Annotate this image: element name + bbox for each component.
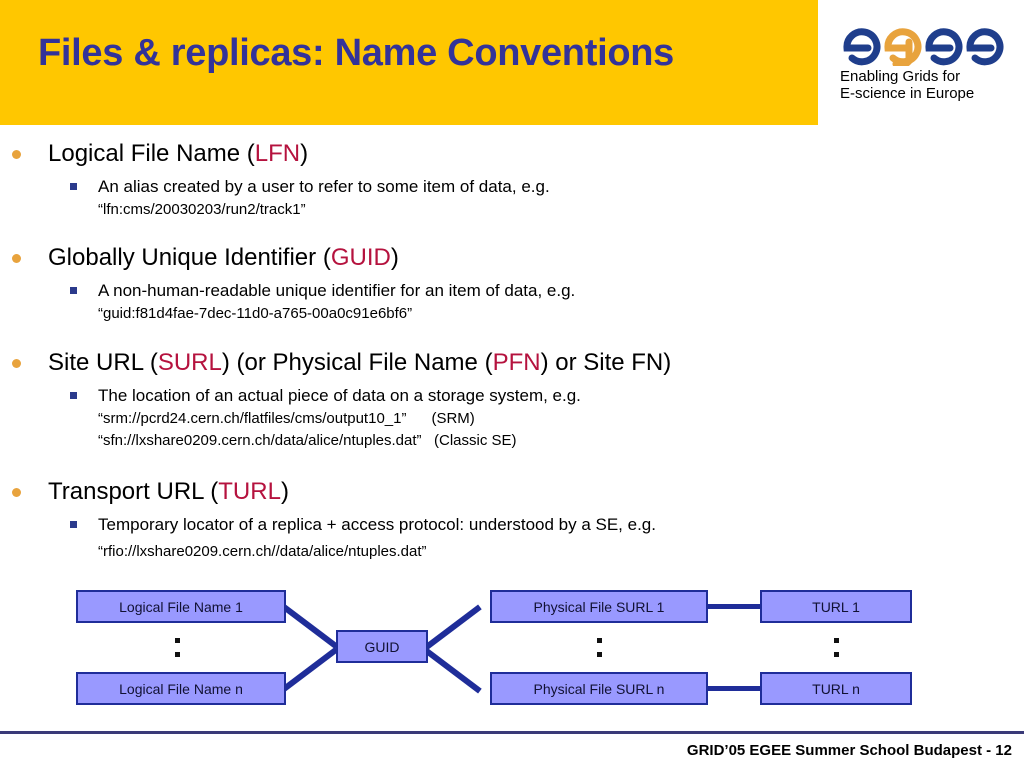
turl-keyword: TURL: [218, 478, 281, 505]
slide-body: Logical File Name (LFN) An alias created…: [0, 125, 1024, 580]
bullet-sub-lfn: An alias created by a user to refer to s…: [0, 175, 1024, 199]
node-turl-1[interactable]: TURL 1: [760, 590, 912, 623]
turl-title-suffix: ): [280, 478, 289, 505]
bullet-title-guid: Globally Unique Identifier (GUID): [0, 243, 1024, 273]
node-turl-n[interactable]: TURL n: [760, 672, 912, 705]
tagline-line-2: E-science in Europe: [840, 85, 975, 102]
node-physical-file-surl-1[interactable]: Physical File SURL 1: [490, 590, 708, 623]
bullet-block-lfn: Logical File Name (LFN) An alias created…: [0, 139, 1024, 221]
footer-label: GRID’05 EGEE Summer School Budapest - 12: [686, 742, 1012, 759]
bullet-title-lfn: Logical File Name (LFN): [0, 139, 1024, 169]
surl-example-2: “sfn://lxshare0209.cern.ch/data/alice/nt…: [98, 432, 517, 449]
lfn-keyword: LFN: [254, 140, 301, 167]
guid-example-1: “guid:f81d4fae-7dec-11d0-a765-00a0c91e6b…: [98, 305, 413, 322]
guid-title-prefix: Globally Unique Identifier (: [48, 244, 331, 271]
tagline-line-1: Enabling Grids for: [840, 68, 961, 85]
page-title: Files & replicas: Name Conventions: [38, 32, 674, 74]
bullet-sub-guid: A non-human-readable unique identifier f…: [0, 279, 1024, 303]
bullet-block-surl: Site URL (SURL) (or Physical File Name (…: [0, 348, 1024, 452]
egee-logo: Enabling Grids for E-science in Europe: [838, 18, 1010, 118]
title-band: [0, 0, 818, 125]
surl-title-suffix: ) or Site FN): [540, 349, 672, 376]
egee-wordmark-icon: [843, 28, 1004, 66]
turl-sub-text: Temporary locator of a replica + access …: [98, 515, 656, 534]
round-bullet-icon: [12, 150, 21, 159]
surl-title-mid: ) (or Physical File Name (: [221, 349, 493, 376]
surl-sub-text: The location of an actual piece of data …: [98, 386, 581, 405]
lfn-example-1: “lfn:cms/20030203/run2/track1”: [98, 201, 306, 218]
edge-lfn1-guid: [282, 604, 339, 650]
edge-guid-surl1: [422, 604, 482, 652]
name-mapping-diagram: Logical File Name 1 Logical File Name n …: [0, 582, 1024, 717]
ellipsis-turl-icon: [827, 632, 845, 662]
node-logical-file-name-1[interactable]: Logical File Name 1: [76, 590, 286, 623]
surl-keyword: SURL: [157, 349, 222, 376]
round-bullet-icon: [12, 254, 21, 263]
surl-title-prefix: Site URL (: [48, 349, 158, 376]
square-bullet-icon: [70, 287, 77, 294]
node-physical-file-surl-n[interactable]: Physical File SURL n: [490, 672, 708, 705]
round-bullet-icon: [12, 359, 21, 368]
node-guid[interactable]: GUID: [336, 630, 428, 663]
footer-divider: [0, 731, 1024, 734]
ellipsis-lfn-icon: [168, 632, 186, 662]
edge-surln-turln: [706, 686, 762, 691]
bullet-block-guid: Globally Unique Identifier (GUID) A non-…: [0, 243, 1024, 325]
edge-surl1-turl1: [706, 604, 762, 609]
square-bullet-icon: [70, 183, 77, 190]
bullet-title-turl: Transport URL (TURL): [0, 477, 1024, 507]
square-bullet-icon: [70, 392, 77, 399]
bullet-sub-turl: Temporary locator of a replica + access …: [0, 513, 1024, 537]
pfn-keyword: PFN: [492, 349, 541, 376]
edge-lfnn-guid: [282, 646, 339, 692]
lfn-title-prefix: Logical File Name (: [48, 140, 255, 167]
bullet-title-surl: Site URL (SURL) (or Physical File Name (…: [0, 348, 1024, 378]
surl-example-1: “srm://pcrd24.cern.ch/flatfiles/cms/outp…: [98, 410, 475, 427]
turl-title-prefix: Transport URL (: [48, 478, 219, 505]
lfn-sub-text: An alias created by a user to refer to s…: [98, 177, 550, 196]
bullet-sub-surl: The location of an actual piece of data …: [0, 384, 1024, 408]
turl-example-1: “rfio://lxshare0209.cern.ch//data/alice/…: [98, 543, 427, 560]
slide-header: Files & replicas: Name Conventions Enabl…: [0, 0, 1024, 125]
ellipsis-surl-icon: [590, 632, 608, 662]
round-bullet-icon: [12, 488, 21, 497]
egee-tagline: Enabling Grids for E-science in Europe: [840, 68, 1010, 102]
lfn-title-suffix: ): [300, 140, 309, 167]
edge-guid-surln: [422, 646, 482, 694]
guid-sub-text: A non-human-readable unique identifier f…: [98, 281, 576, 300]
guid-keyword: GUID: [330, 244, 391, 271]
square-bullet-icon: [70, 521, 77, 528]
guid-title-suffix: ): [390, 244, 399, 271]
node-logical-file-name-n[interactable]: Logical File Name n: [76, 672, 286, 705]
bullet-block-turl: Transport URL (TURL) Temporary locator o…: [0, 477, 1024, 563]
